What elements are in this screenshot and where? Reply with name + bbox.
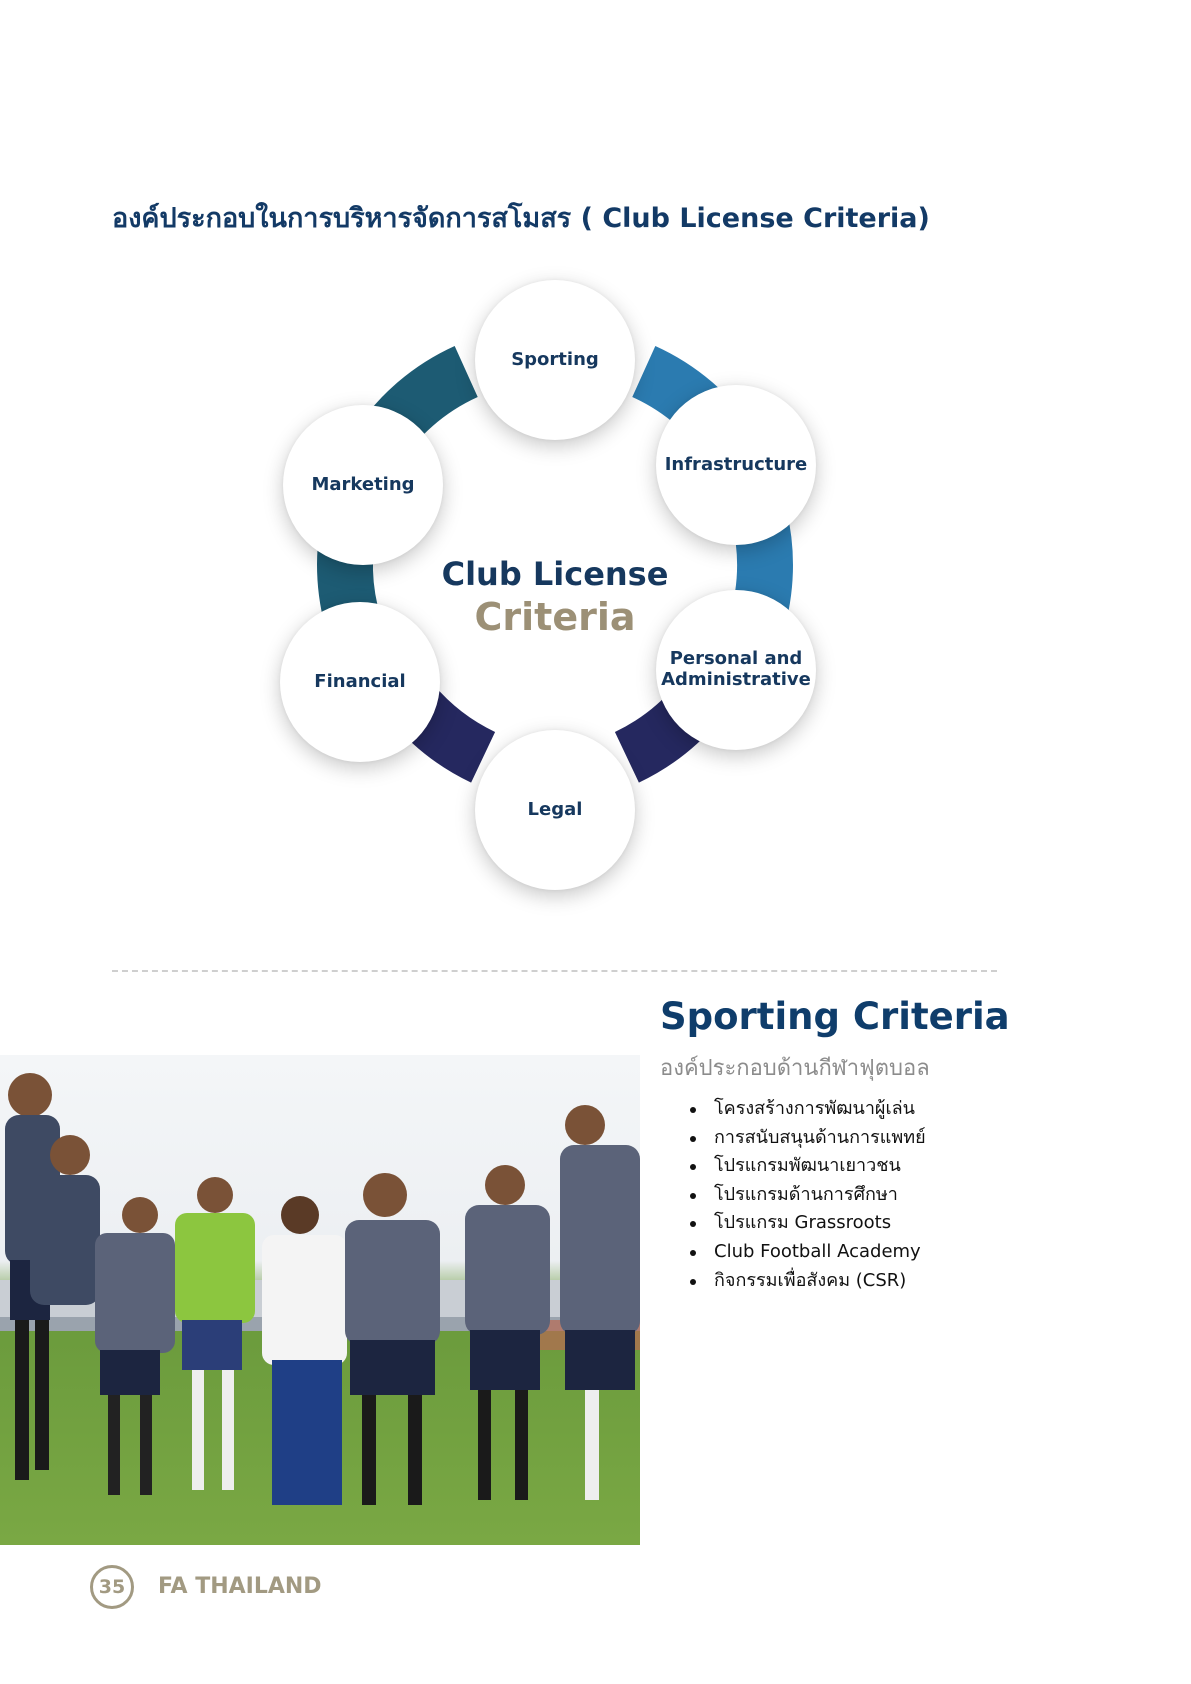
node-financial: Financial — [280, 602, 440, 762]
list-item: กิจกรรมเพื่อสังคม (CSR) — [690, 1267, 926, 1296]
node-infrastructure: Infrastructure — [656, 385, 816, 545]
center-label-line2: Criteria — [474, 595, 636, 639]
list-item: โครงสร้างการพัฒนาผู้เล่น — [690, 1095, 926, 1124]
page-number-badge: 35 — [90, 1565, 134, 1609]
list-item: โปรแกรมด้านการศึกษา — [690, 1181, 926, 1210]
club-license-diagram: Sporting Infrastructure Personal and Adm… — [270, 280, 840, 910]
section-divider — [112, 970, 997, 972]
page-heading: องค์ประกอบในการบริหารจัดการสโมสร ( Club … — [112, 203, 930, 234]
section-subtitle: องค์ประกอบด้านกีฬาฟุตบอล — [660, 1056, 930, 1081]
node-sporting-label: Sporting — [511, 348, 599, 370]
node-financial-label: Financial — [314, 670, 406, 692]
node-infrastructure-label: Infrastructure — [664, 453, 808, 475]
diagram-center-label: Club License Criteria — [405, 555, 705, 639]
footer-brand: FA THAILAND — [158, 1574, 322, 1599]
list-item: โปรแกรม Grassroots — [690, 1209, 926, 1238]
node-marketing-label: Marketing — [311, 473, 415, 495]
criteria-list: โครงสร้างการพัฒนาผู้เล่น การสนับสนุนด้าน… — [690, 1095, 926, 1295]
page-number: 35 — [98, 1576, 126, 1598]
node-marketing: Marketing — [283, 405, 443, 565]
node-personal-administrative: Personal and Administrative — [656, 590, 816, 750]
center-label-line1: Club License — [441, 555, 669, 593]
node-sporting: Sporting — [475, 280, 635, 440]
team-huddle-photo — [0, 1055, 640, 1545]
photo-illustration — [0, 1073, 640, 1505]
node-personal-label: Personal and Administrative — [661, 648, 811, 690]
list-item: Club Football Academy — [690, 1238, 926, 1267]
list-item: การสนับสนุนด้านการแพทย์ — [690, 1124, 926, 1153]
node-legal-label: Legal — [527, 798, 583, 820]
node-legal: Legal — [475, 730, 635, 890]
list-item: โปรแกรมพัฒนาเยาวชน — [690, 1152, 926, 1181]
section-title: Sporting Criteria — [660, 995, 1010, 1038]
